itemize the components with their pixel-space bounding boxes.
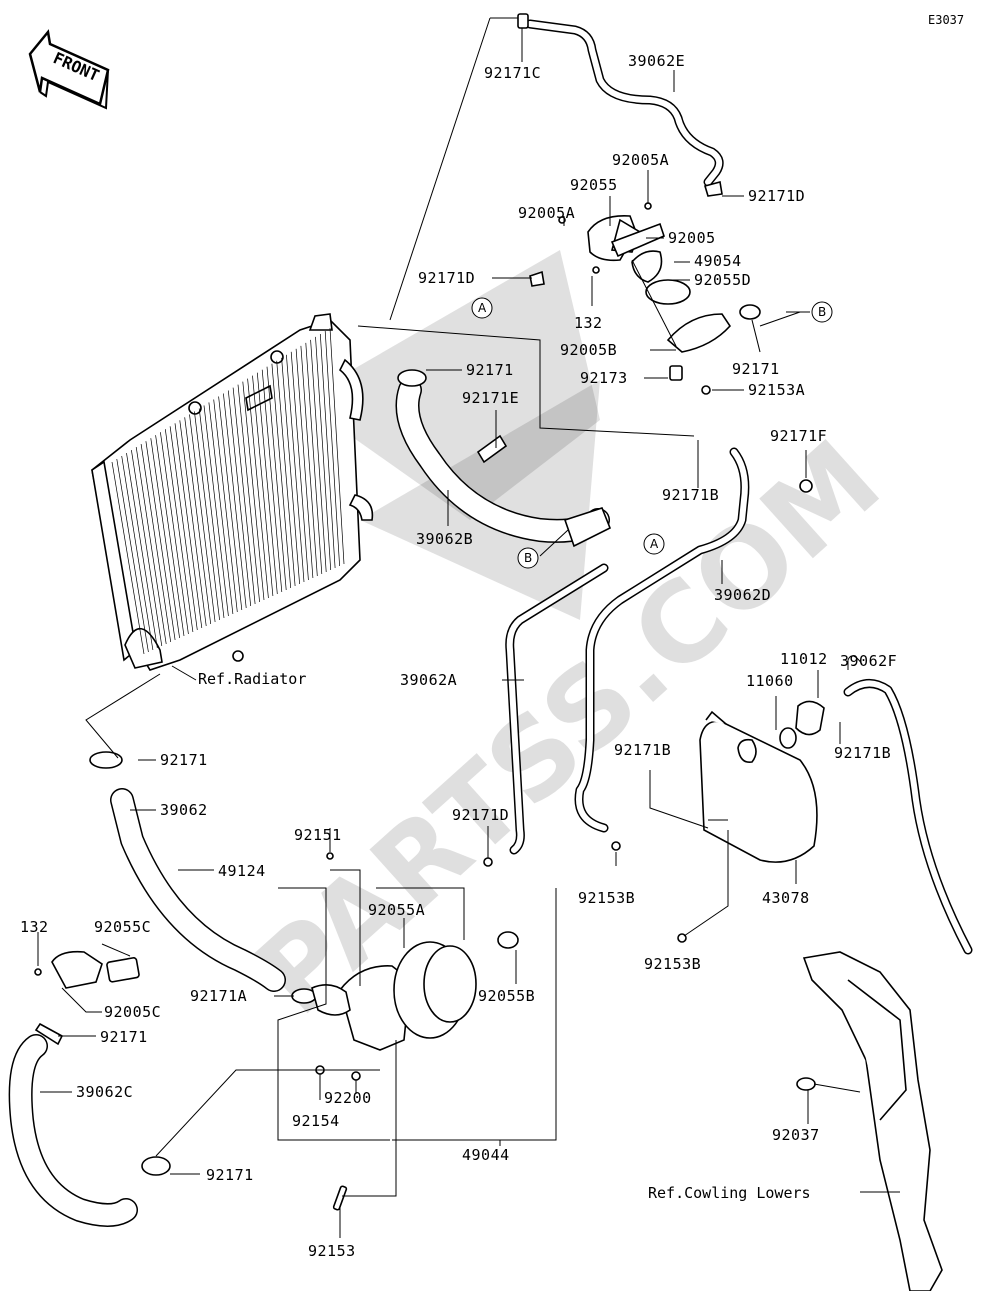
part-label: 92171F <box>770 427 827 445</box>
part-label: 92171B <box>614 741 671 759</box>
fitting-92005c-drawing <box>34 950 140 1046</box>
part-label: 92171D <box>418 269 475 287</box>
part-label: 39062D <box>714 586 771 604</box>
thermostat-housing-drawing <box>529 181 761 395</box>
part-label: 92055A <box>368 901 425 919</box>
part-label: 92171C <box>484 64 541 82</box>
hose-49124-drawing <box>89 751 317 1004</box>
radiator-drawing <box>91 313 374 671</box>
callout-a-top: A <box>471 297 493 319</box>
part-label: 43078 <box>762 889 810 907</box>
part-label: 92200 <box>324 1089 372 1107</box>
callout-b-top: B <box>811 301 833 323</box>
part-labels: 92171C 39062E 92005A 92055 92171D 92005A… <box>20 52 897 1260</box>
part-label: 92171 <box>160 751 208 769</box>
part-label: 92171 <box>466 361 514 379</box>
svg-text:B: B <box>818 305 826 319</box>
part-label: 92055 <box>570 176 618 194</box>
part-label: 92153A <box>748 381 805 399</box>
hose-39062c-drawing <box>8 1034 171 1227</box>
svg-text:A: A <box>650 537 659 551</box>
callout-b-lower: B <box>517 547 539 569</box>
part-label: 49044 <box>462 1146 510 1164</box>
front-arrow-icon: FRONT <box>28 29 110 110</box>
part-label: 92005A <box>612 151 669 169</box>
part-label: 39062E <box>628 52 685 70</box>
part-label: 39062C <box>76 1083 133 1101</box>
part-label: 92005 <box>668 229 716 247</box>
part-label: 92151 <box>294 826 342 844</box>
leader-lines <box>37 17 900 1238</box>
radiator-fins <box>111 327 345 655</box>
part-label: 92171 <box>100 1028 148 1046</box>
part-label: 39062 <box>160 801 208 819</box>
hose-39062f-drawing <box>843 679 973 955</box>
svg-text:B: B <box>524 551 532 565</box>
part-label: 11060 <box>746 672 794 690</box>
cowling-lower-drawing <box>796 951 943 1291</box>
ref-cowling-label: Ref.Cowling Lowers <box>648 1184 811 1202</box>
callout-a-lower: A <box>643 533 665 555</box>
part-label: 92171D <box>452 806 509 824</box>
part-label: 49054 <box>694 252 742 270</box>
part-label: 92005C <box>104 1003 161 1021</box>
part-label: 132 <box>20 918 49 936</box>
part-label: 92154 <box>292 1112 340 1130</box>
part-label: 92171B <box>662 486 719 504</box>
part-label: 92171 <box>732 360 780 378</box>
part-label: 92153 <box>308 1242 356 1260</box>
part-label: 92171E <box>462 389 519 407</box>
part-label: 92055B <box>478 987 535 1005</box>
part-label: 92171D <box>748 187 805 205</box>
part-label: 92153B <box>644 955 701 973</box>
svg-text:A: A <box>478 301 487 315</box>
part-label: 39062B <box>416 530 473 548</box>
part-label: 92173 <box>580 369 628 387</box>
part-label: 92171 <box>206 1166 254 1184</box>
water-pump-drawing <box>311 852 519 1211</box>
part-label: 92171B <box>834 744 891 762</box>
part-label: 92055D <box>694 271 751 289</box>
part-label: 92171A <box>190 987 247 1005</box>
part-label: 39062A <box>400 671 457 689</box>
ref-radiator-label: Ref.Radiator <box>198 670 306 688</box>
part-label: 49124 <box>218 862 266 880</box>
hose-39062e-drawing <box>517 13 724 187</box>
part-label: 92037 <box>772 1126 820 1144</box>
pipes-39062a-39062d-drawing <box>505 447 813 855</box>
part-label: 92005B <box>560 341 617 359</box>
part-label: 132 <box>574 314 603 332</box>
part-label: 92055C <box>94 918 151 936</box>
part-label: 92005A <box>518 204 575 222</box>
part-label: 39062F <box>840 652 897 670</box>
part-label: 11012 <box>780 650 828 668</box>
reservoir-tank-drawing <box>611 700 825 943</box>
part-label: 92153B <box>578 889 635 907</box>
diagram-code: E3037 <box>928 13 964 27</box>
